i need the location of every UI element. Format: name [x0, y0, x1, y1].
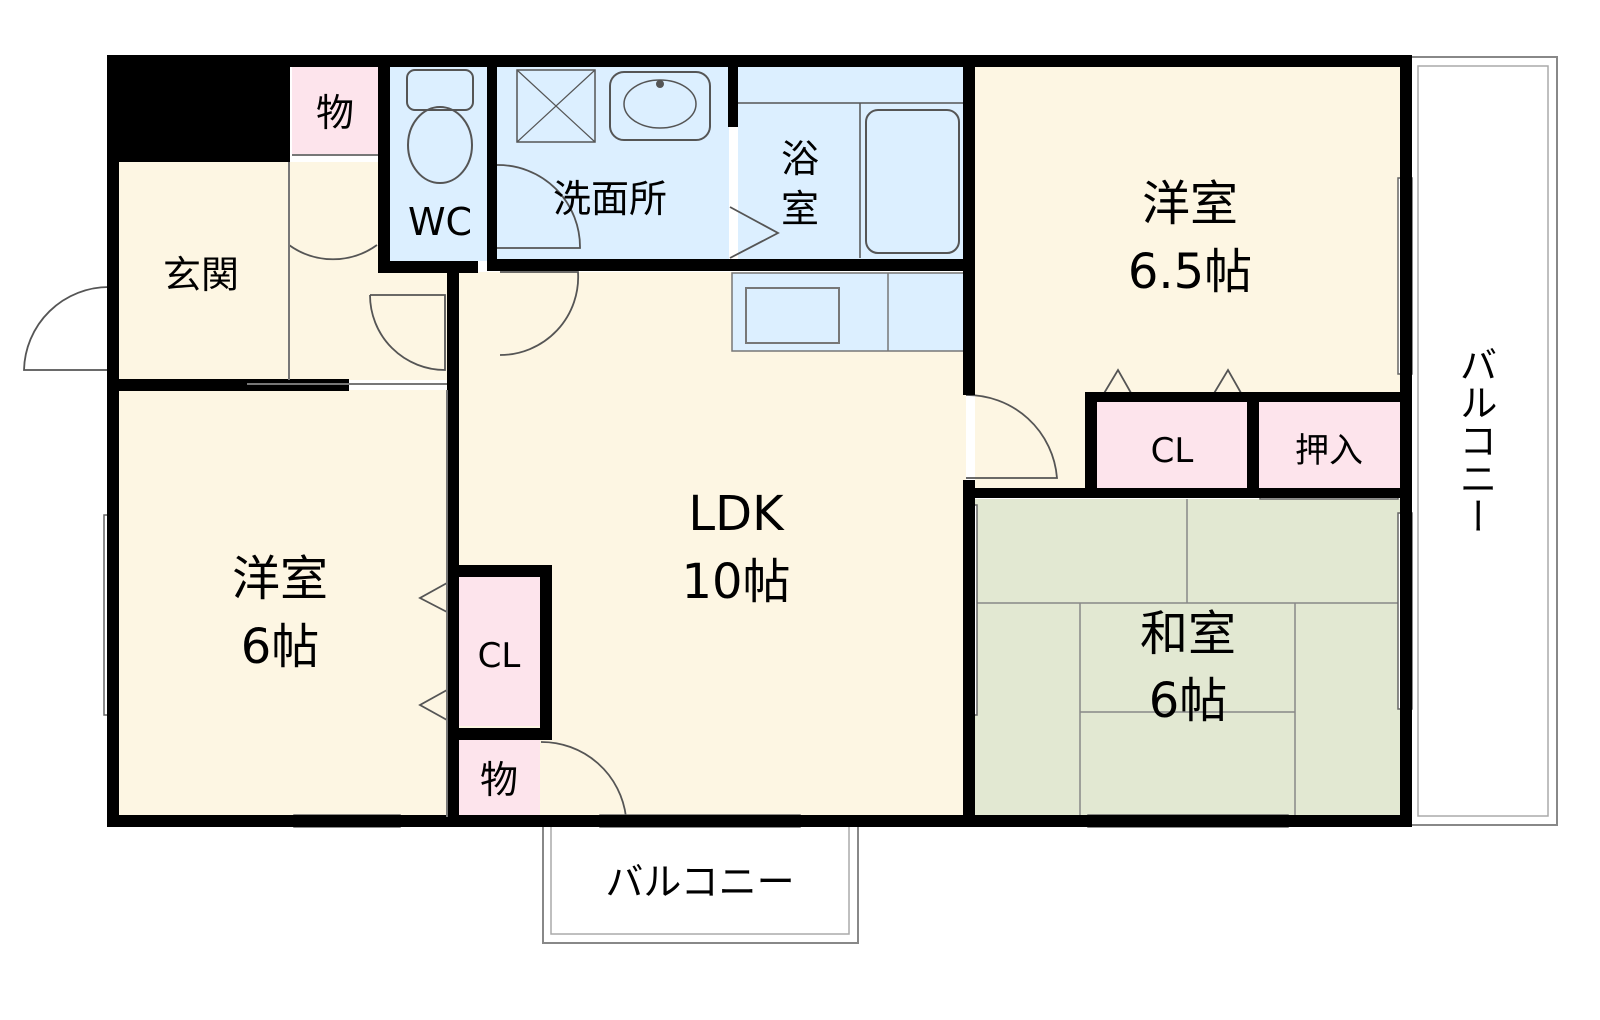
ldk-name: LDK: [688, 486, 785, 542]
balcony-right: [1409, 56, 1558, 826]
washroom-label: 洗面所: [553, 177, 667, 221]
closet-a-floor: [458, 576, 540, 726]
oshiire-floor: [1258, 402, 1400, 488]
door-swings: [23, 164, 1246, 818]
japanese-room-name: 和室: [1140, 606, 1236, 662]
washroom-floor: [497, 66, 729, 261]
storage-bottom-floor: [458, 738, 540, 816]
balcony-bottom-label: バルコニー: [605, 860, 794, 904]
faucet: [656, 80, 664, 88]
balcony-right-inner: [1417, 65, 1549, 817]
walls: [107, 55, 1412, 827]
bath-label-line1: 浴: [781, 137, 819, 181]
kitchen-counter: [731, 272, 966, 352]
wash-basin: [609, 71, 711, 141]
closet-b-label: CL: [1151, 431, 1194, 471]
closet-a-label: CL: [478, 636, 521, 676]
entrance-floor: [119, 162, 289, 380]
western-room-b-size: 6帖: [241, 619, 320, 675]
toilet-bowl: [407, 106, 473, 184]
toilet-tank: [406, 69, 474, 111]
thin-partitions: [247, 154, 448, 817]
western-room-a-name: 洋室: [1142, 176, 1238, 232]
storage-bottom-label: 物: [480, 758, 518, 802]
balcony-bottom: [542, 822, 859, 944]
storage-top-label: 物: [316, 91, 354, 135]
balcony-right-label: バルコニー: [1453, 345, 1497, 535]
pan-diagonal-b: [516, 69, 596, 143]
western-room-b-name: 洋室: [232, 551, 328, 607]
storage-top-floor: [292, 66, 378, 154]
wc-floor: [389, 66, 487, 261]
japanese-room-size: 6帖: [1149, 673, 1228, 729]
tatami-lines: [975, 499, 1400, 817]
bath-floor: [738, 66, 965, 261]
western-room-b-floor: [119, 390, 447, 817]
closet-b-floor: [1097, 402, 1247, 488]
washing-machine-pan: [516, 69, 596, 143]
western-room-a-size: 6.5帖: [1128, 244, 1252, 300]
bath-label-line2: 室: [781, 187, 819, 231]
wc-label: WC: [408, 200, 472, 244]
entrance-label: 玄関: [163, 253, 239, 297]
sink: [745, 287, 840, 344]
bathtub: [865, 109, 960, 254]
ldk-size: 10帖: [681, 554, 790, 610]
oshiire-label: 押入: [1295, 431, 1363, 471]
